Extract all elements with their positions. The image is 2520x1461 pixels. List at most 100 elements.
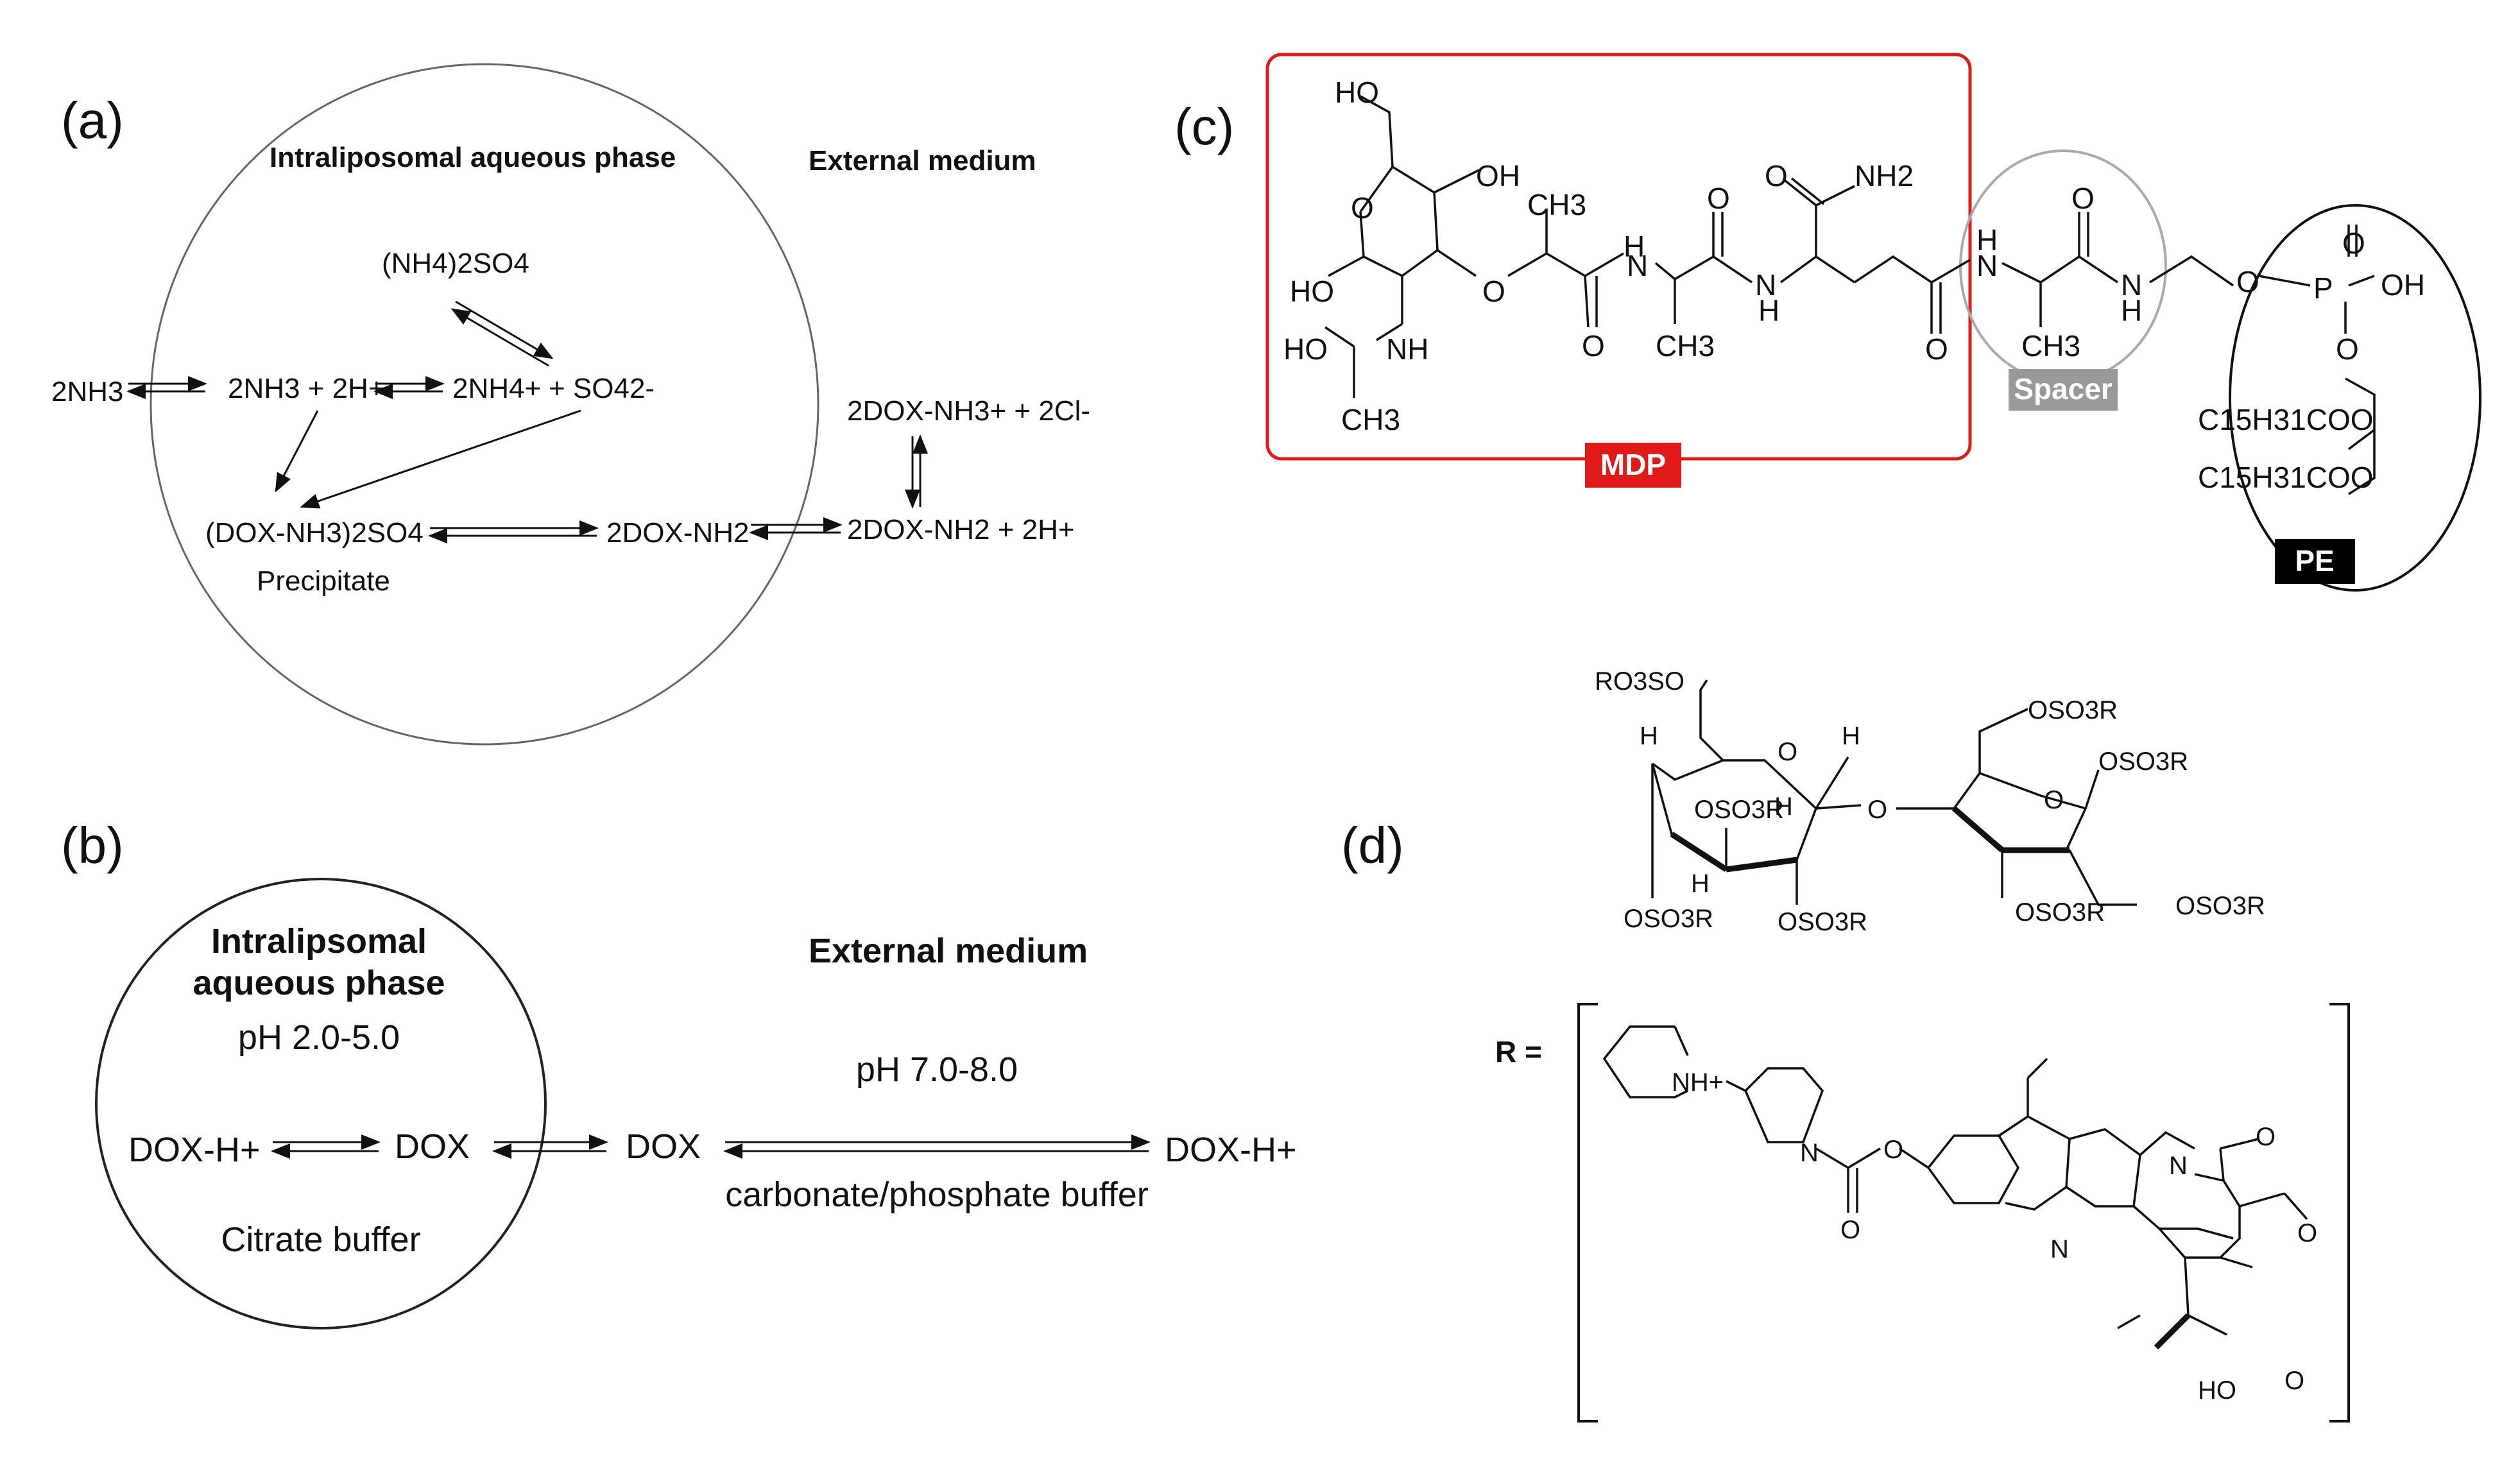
- panel-c: (c) MDP Spacer PE: [1174, 53, 2481, 592]
- grp-o-lac2: O: [2284, 1367, 2304, 1395]
- atom-p: P: [2313, 271, 2333, 305]
- grp-oso3r-d: OSO3R: [2028, 696, 2118, 724]
- atom-h-2: H: [1758, 294, 1779, 327]
- mdp-pe-skeleton: [1324, 95, 2376, 495]
- pe-ellipse: [2229, 204, 2481, 592]
- species-dox-nh2-in: 2DOX-NH2: [606, 517, 750, 549]
- equilibria-a: [126, 300, 928, 543]
- outer-title-b: External medium: [809, 932, 1088, 970]
- grp-oso3r-b: OSO3R: [1624, 905, 1713, 933]
- mdp-atom-labels: HO OH O HO O CH3 H N O CH3 O N H O NH2 O…: [1283, 76, 2425, 494]
- inner-ph-b: pH 2.0-5.0: [238, 1018, 400, 1057]
- inner-title-b-1: Intralipsomal: [211, 922, 427, 961]
- inner-title-b-2: aqueous phase: [193, 964, 445, 1002]
- species-dox-nh3-cl: 2DOX-NH3+ + 2Cl-: [847, 395, 1090, 427]
- grp-n-pip: N: [1800, 1139, 1819, 1167]
- r-group-skeleton: [1602, 1025, 2308, 1350]
- grp-ho-c: HO: [2198, 1376, 2236, 1405]
- grp-nh-plus: NH+: [1672, 1068, 1724, 1097]
- grp-o-lac: O: [2297, 1219, 2317, 1247]
- grp-oso3r-e: OSO3R: [2098, 748, 2188, 776]
- atom-c15-2: C15H31COO: [2198, 461, 2374, 494]
- species-dox-ppt: (DOX-NH3)2SO4: [205, 517, 424, 549]
- grp-oso3r-a: OSO3R: [1694, 796, 1784, 824]
- atom-o-2: O: [1707, 182, 1730, 215]
- atom-nh-1: H: [1624, 230, 1645, 263]
- pe-tag-label: PE: [2295, 544, 2334, 577]
- grp-oso3r-c: OSO3R: [1778, 908, 1867, 936]
- mdp-tag: [1585, 443, 1681, 488]
- grp-ro3so: RO3SO: [1595, 667, 1684, 696]
- atom-h-4: H: [2121, 294, 2142, 327]
- panel-b-label: (b): [61, 817, 124, 874]
- species-nh3-ext: 2NH3: [51, 376, 124, 407]
- species-nh4: 2NH4+: [452, 373, 541, 404]
- atom-oh-ring: OH: [1476, 159, 1520, 192]
- dox-out: DOX: [626, 1127, 701, 1166]
- mdp-tag-label: MDP: [1600, 448, 1666, 481]
- atom-o-5: O: [2071, 182, 2095, 215]
- grp-o-carb2: O: [1840, 1216, 1860, 1244]
- atom-o-1: O: [1582, 329, 1605, 363]
- grp-oso3r-g: OSO3R: [2175, 892, 2265, 920]
- sucrose-skeleton: [1651, 679, 2137, 906]
- dox-h-out: DOX-H+: [1165, 1131, 1297, 1169]
- grp-o-k: O: [2256, 1123, 2276, 1151]
- atom-oh-p: OH: [2381, 268, 2425, 302]
- atom-ho-left: HO: [1290, 275, 1334, 308]
- r-equals: R =: [1495, 1035, 1542, 1068]
- grp-n-lact: N: [2169, 1152, 2188, 1180]
- r-brackets: [1577, 1003, 2350, 1423]
- atom-o-ring: O: [1351, 191, 1374, 225]
- atom-c15-1: C15H31COO: [2198, 403, 2374, 436]
- inner-title-a: Intraliposomal aqueous phase: [270, 142, 676, 173]
- atom-ch3-3: CH3: [2021, 329, 2080, 363]
- atom-ho-nh: HO: [1283, 332, 1328, 366]
- pe-tag: [2275, 539, 2355, 584]
- atom-o-3: O: [1765, 159, 1788, 192]
- grp-n-quin: N: [2050, 1235, 2069, 1263]
- species-nh4-2so4: (NH4)2SO4: [382, 248, 529, 279]
- buffer-out: carbonate/phosphate buffer: [725, 1175, 1149, 1214]
- atom-o-p3: O: [2336, 332, 2359, 366]
- outer-ph-b: pH 7.0-8.0: [856, 1050, 1018, 1089]
- atom-ch3-acetyl: CH3: [1341, 403, 1400, 436]
- atom-o-p1: O: [2236, 265, 2259, 298]
- panel-c-label: (c): [1174, 98, 1234, 155]
- atom-n-4: N: [2121, 268, 2142, 302]
- outer-title-a: External medium: [809, 145, 1036, 176]
- grp-o-ring2: O: [2044, 786, 2064, 814]
- liposome-circle-a: [150, 63, 819, 746]
- grp-o-ring1: O: [1778, 738, 1797, 766]
- atom-o-p2: O: [2342, 226, 2365, 260]
- grp-h4: H: [1691, 869, 1710, 898]
- species-dox-nh2-out: 2DOX-NH2 + 2H+: [847, 514, 1075, 545]
- spacer-tag: [2009, 369, 2118, 411]
- grp-h2: H: [1842, 722, 1860, 750]
- grp-o-link: O: [1867, 796, 1887, 824]
- r-group-labels: NH+ N O O N N O O O HO: [1672, 1068, 2317, 1405]
- atom-ch3-1: CH3: [1527, 188, 1586, 221]
- buffer-in: Citrate buffer: [221, 1220, 420, 1259]
- equilibria-b: [271, 1134, 1151, 1159]
- panel-a: (a) Intraliposomal aqueous phase Externa…: [51, 63, 1090, 746]
- atom-nh-amide: NH: [1386, 332, 1428, 366]
- atom-n-2: N: [1755, 268, 1776, 302]
- grp-h3: H: [1774, 792, 1793, 821]
- panel-b: (b) Intralipsomal aqueous phase pH 2.0-5…: [61, 817, 1297, 1329]
- grp-oso3r-f: OSO3R: [2015, 898, 2105, 927]
- species-precipitate: Precipitate: [257, 565, 390, 597]
- atom-h-3: H: [1976, 223, 1998, 257]
- atom-ch3-2: CH3: [1656, 329, 1715, 363]
- panel-a-label: (a): [61, 92, 124, 149]
- species-nh3-h: 2NH3 + 2H+: [228, 373, 385, 404]
- panel-d-label: (d): [1341, 817, 1404, 874]
- atom-o-ether: O: [1482, 275, 1505, 308]
- species-so4: + SO42-: [549, 373, 655, 404]
- atom-n-1: N: [1627, 249, 1648, 282]
- sucrose-labels: RO3SO H O H OSO3R H H OSO3R OSO3R O OSO3…: [1595, 667, 2265, 936]
- grp-o-carb: O: [1883, 1136, 1903, 1164]
- atom-nh2: NH2: [1855, 159, 1914, 192]
- panel-d: (d) RO3SO H O H OSO3R H: [1341, 667, 2350, 1423]
